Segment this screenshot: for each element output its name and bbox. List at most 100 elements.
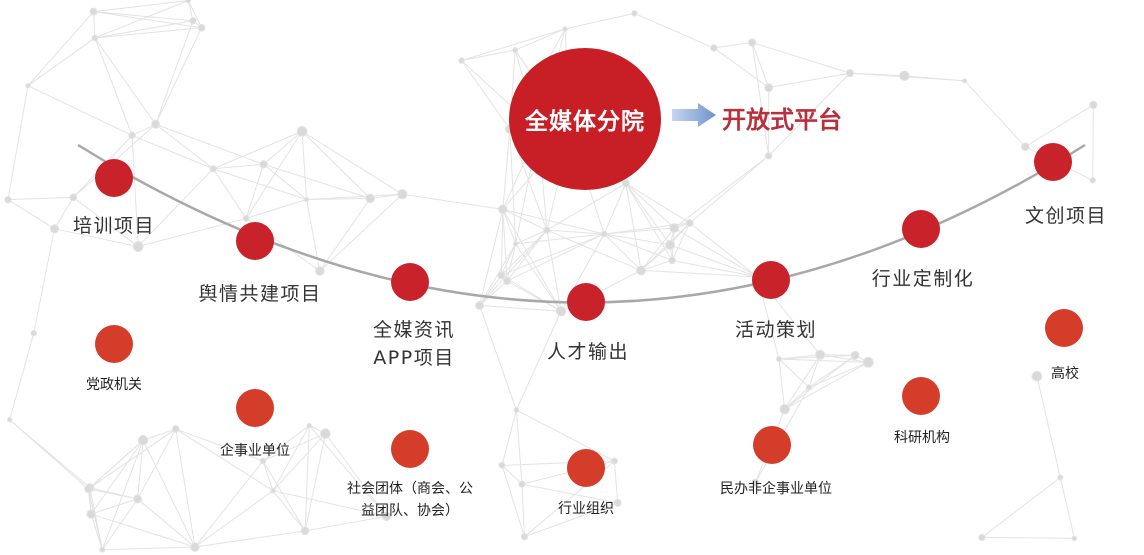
network-line — [301, 130, 403, 195]
network-line — [502, 209, 562, 312]
network-line — [142, 440, 196, 548]
network-line — [603, 183, 627, 235]
partner-node-private — [753, 426, 791, 464]
network-line — [27, 85, 133, 136]
network-node — [513, 241, 519, 247]
network-line — [546, 229, 605, 235]
network-node — [815, 349, 826, 360]
network-line — [515, 233, 605, 245]
network-line — [308, 425, 387, 517]
network-line — [604, 233, 671, 246]
network-line — [502, 208, 605, 235]
main-title: 全媒体分院 — [525, 109, 645, 135]
network-line — [155, 123, 264, 165]
network-node — [381, 511, 392, 521]
network-node — [259, 457, 267, 465]
network-line — [501, 233, 605, 276]
network-line — [515, 410, 523, 485]
network-line — [306, 197, 371, 200]
network-line — [604, 233, 673, 261]
network-node — [621, 179, 630, 188]
network-line — [7, 196, 74, 201]
network-line — [1059, 477, 1075, 539]
network-line — [521, 484, 525, 537]
network-line — [751, 42, 770, 88]
network-line — [101, 440, 144, 550]
network-line — [904, 75, 965, 82]
project-label-custom: 行业定制化 — [871, 268, 975, 290]
network-line — [625, 183, 673, 261]
network-node — [137, 435, 149, 446]
partner-label-social: 社会团体（商会、公益团队、协会） — [347, 481, 473, 519]
network-line — [820, 354, 856, 356]
network-line — [565, 12, 635, 30]
network-line — [546, 182, 627, 231]
network-node — [710, 44, 718, 52]
network-node — [99, 546, 106, 553]
partner-label-government: 党政机关 — [86, 377, 142, 393]
network-line — [751, 42, 770, 156]
network-node — [7, 417, 13, 423]
network-line — [502, 209, 517, 244]
network-node — [1089, 100, 1098, 110]
network-node — [303, 196, 310, 203]
network-line — [1092, 104, 1094, 181]
network-line — [604, 227, 675, 235]
network-node — [84, 484, 93, 494]
network-line — [175, 428, 196, 548]
network-node — [86, 509, 96, 519]
network-node — [764, 152, 773, 160]
network-node — [775, 356, 783, 363]
network-line — [640, 259, 673, 271]
network-line — [155, 20, 194, 125]
network-line — [272, 490, 306, 532]
network-node — [850, 350, 860, 360]
project-node-custom — [902, 210, 940, 248]
project-label-training: 培训项目 — [72, 215, 155, 237]
network-line — [272, 490, 387, 517]
network-line — [778, 354, 821, 360]
project-node-creative — [1034, 143, 1072, 181]
network-line — [213, 168, 307, 200]
network-line — [479, 305, 517, 411]
project-label-app: 全媒资讯APP项目 — [372, 319, 455, 369]
network-node — [458, 57, 465, 64]
network-line — [73, 196, 139, 247]
network-node — [962, 78, 968, 84]
network-line — [194, 530, 306, 548]
network-line — [625, 183, 671, 246]
project-node-talent — [567, 283, 605, 321]
network-line — [194, 460, 264, 548]
network-line — [613, 461, 619, 503]
network-line — [305, 515, 387, 532]
network-line — [94, 20, 194, 39]
network-line — [93, 0, 189, 13]
network-line — [262, 460, 274, 491]
network-line — [506, 243, 517, 282]
network-line — [768, 72, 851, 89]
network-node — [751, 478, 760, 487]
network-line — [625, 183, 642, 271]
network-line — [93, 11, 194, 22]
network-line — [479, 209, 504, 306]
network-line — [778, 358, 786, 410]
partner-node-enterprise — [236, 389, 274, 427]
network-node — [610, 457, 618, 465]
network-line — [94, 37, 157, 125]
network-line — [784, 354, 856, 410]
network-line — [778, 358, 869, 363]
network-line — [93, 11, 96, 38]
network-node — [49, 224, 60, 234]
project-node-training — [95, 159, 133, 197]
network-node — [151, 119, 161, 129]
network-node — [132, 241, 144, 252]
network-line — [479, 229, 548, 306]
partner-node-social — [391, 430, 429, 468]
network-line — [850, 72, 905, 77]
network-node — [69, 193, 78, 202]
network-line — [501, 229, 548, 276]
network-node — [1057, 474, 1064, 481]
main-circle: 全媒体分院 — [509, 48, 661, 190]
network-line — [90, 498, 138, 515]
network-node — [320, 428, 331, 439]
